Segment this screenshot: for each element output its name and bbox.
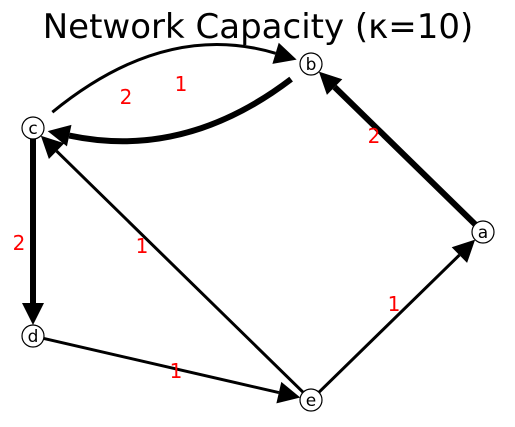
edge-label-d-e: 1	[170, 359, 183, 383]
nodes: a b c d e	[21, 52, 495, 412]
node-circle	[299, 388, 323, 412]
edge-arrowhead	[276, 381, 301, 404]
node-label: e	[306, 391, 316, 411]
edge-line	[317, 253, 461, 394]
node-circle	[21, 116, 45, 140]
edge-c-b	[51, 42, 297, 114]
node-circle	[471, 220, 495, 244]
node-d: d	[21, 324, 45, 348]
edge-line	[51, 43, 277, 114]
node-label: a	[478, 223, 488, 243]
edge-line	[55, 150, 305, 394]
edge-label-a-b: 2	[368, 124, 381, 148]
node-label: c	[28, 119, 37, 139]
node-circle	[21, 324, 45, 348]
edge-label-e-c: 1	[136, 234, 149, 258]
edge-arrowhead	[47, 124, 72, 147]
edge-e-a	[317, 239, 476, 394]
edge-a-b	[318, 71, 478, 227]
edge-line	[68, 76, 293, 145]
edge-label-b-c: 2	[120, 85, 133, 109]
edge-label-c-b: 1	[175, 72, 188, 96]
edge-arrowhead	[22, 303, 44, 325]
edge-d-e	[43, 337, 301, 404]
node-b: b	[299, 52, 323, 76]
edge-arrowhead	[40, 135, 65, 159]
edge-label-e-a: 1	[388, 292, 401, 316]
edge-labels: 2 2 1 2 1 1 1	[13, 72, 401, 383]
node-label: d	[28, 327, 39, 347]
edge-c-d	[22, 139, 44, 325]
diagram-title: Network Capacity (κ=10)	[43, 7, 473, 47]
edge-label-c-d: 2	[13, 231, 26, 255]
node-circle	[299, 52, 323, 76]
edge-arrowhead	[318, 71, 343, 95]
edge-arrowhead	[272, 42, 297, 64]
node-c: c	[21, 116, 45, 140]
node-a: a	[471, 220, 495, 244]
edge-e-c	[40, 135, 305, 394]
edge-arrowhead	[451, 239, 476, 263]
edge-line	[43, 337, 280, 395]
edge-line	[332, 84, 478, 227]
node-label: b	[306, 55, 317, 75]
edge-b-c	[47, 76, 293, 147]
node-e: e	[299, 388, 323, 412]
edges	[22, 42, 478, 404]
